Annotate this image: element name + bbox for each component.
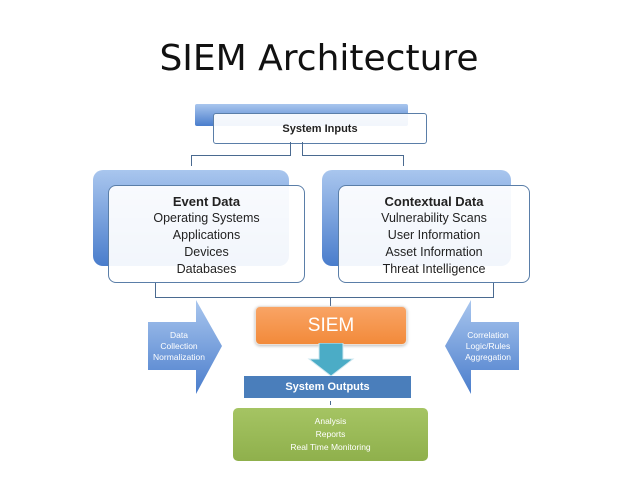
- left-arrow-line: Collection: [160, 341, 198, 351]
- right-arrow-line: Correlation: [467, 330, 509, 340]
- event-item: Applications: [172, 228, 241, 242]
- output-item: Reports: [315, 429, 346, 439]
- system-inputs-label: System Inputs: [282, 122, 358, 135]
- right-arrow-line: Logic/Rules: [465, 341, 511, 351]
- right-arrow-line: Aggregation: [465, 352, 511, 362]
- event-item: Devices: [184, 245, 229, 259]
- connector: [191, 155, 192, 166]
- contextual-item: Asset Information: [385, 245, 483, 259]
- outputs-list-box: Analysis Reports Real Time Monitoring: [233, 408, 428, 461]
- left-arrow-icon: [148, 300, 222, 394]
- event-data-box: Event Data Operating Systems Application…: [108, 185, 305, 283]
- connector: [302, 155, 404, 156]
- connector: [155, 283, 156, 297]
- contextual-data-heading: Contextual Data: [384, 194, 484, 209]
- connector: [290, 142, 291, 155]
- system-inputs-box: System Inputs: [213, 113, 427, 144]
- slide-title: SIEM Architecture: [159, 38, 479, 79]
- connector: [302, 142, 303, 155]
- contextual-data-box: Contextual Data Vulnerability Scans User…: [338, 185, 530, 283]
- system-outputs-label: System Outputs: [285, 381, 370, 393]
- left-arrow-line: Data: [170, 330, 188, 340]
- contextual-item: User Information: [387, 228, 481, 242]
- left-arrow-text: Data Collection Normalization: [148, 330, 210, 363]
- connector: [493, 283, 494, 297]
- contextual-item: Vulnerability Scans: [381, 211, 487, 225]
- left-arrow-line: Normalization: [153, 352, 205, 362]
- contextual-item: Threat Intelligence: [382, 262, 486, 276]
- right-arrow-text: Correlation Logic/Rules Aggregation: [455, 330, 521, 363]
- event-data-heading: Event Data: [172, 194, 241, 209]
- connector: [330, 401, 331, 405]
- output-item: Analysis: [314, 416, 347, 426]
- connector: [330, 297, 331, 307]
- output-item: Real Time Monitoring: [290, 442, 371, 452]
- down-arrow-icon: [307, 343, 355, 377]
- right-arrow-icon: [445, 300, 519, 394]
- event-item: Operating Systems: [153, 211, 260, 225]
- siem-box: SIEM: [255, 306, 407, 345]
- system-outputs-box: System Outputs: [244, 376, 411, 398]
- connector: [191, 155, 291, 156]
- connector: [155, 297, 494, 298]
- siem-label: SIEM: [307, 314, 355, 336]
- connector: [403, 155, 404, 166]
- event-item: Databases: [176, 262, 237, 276]
